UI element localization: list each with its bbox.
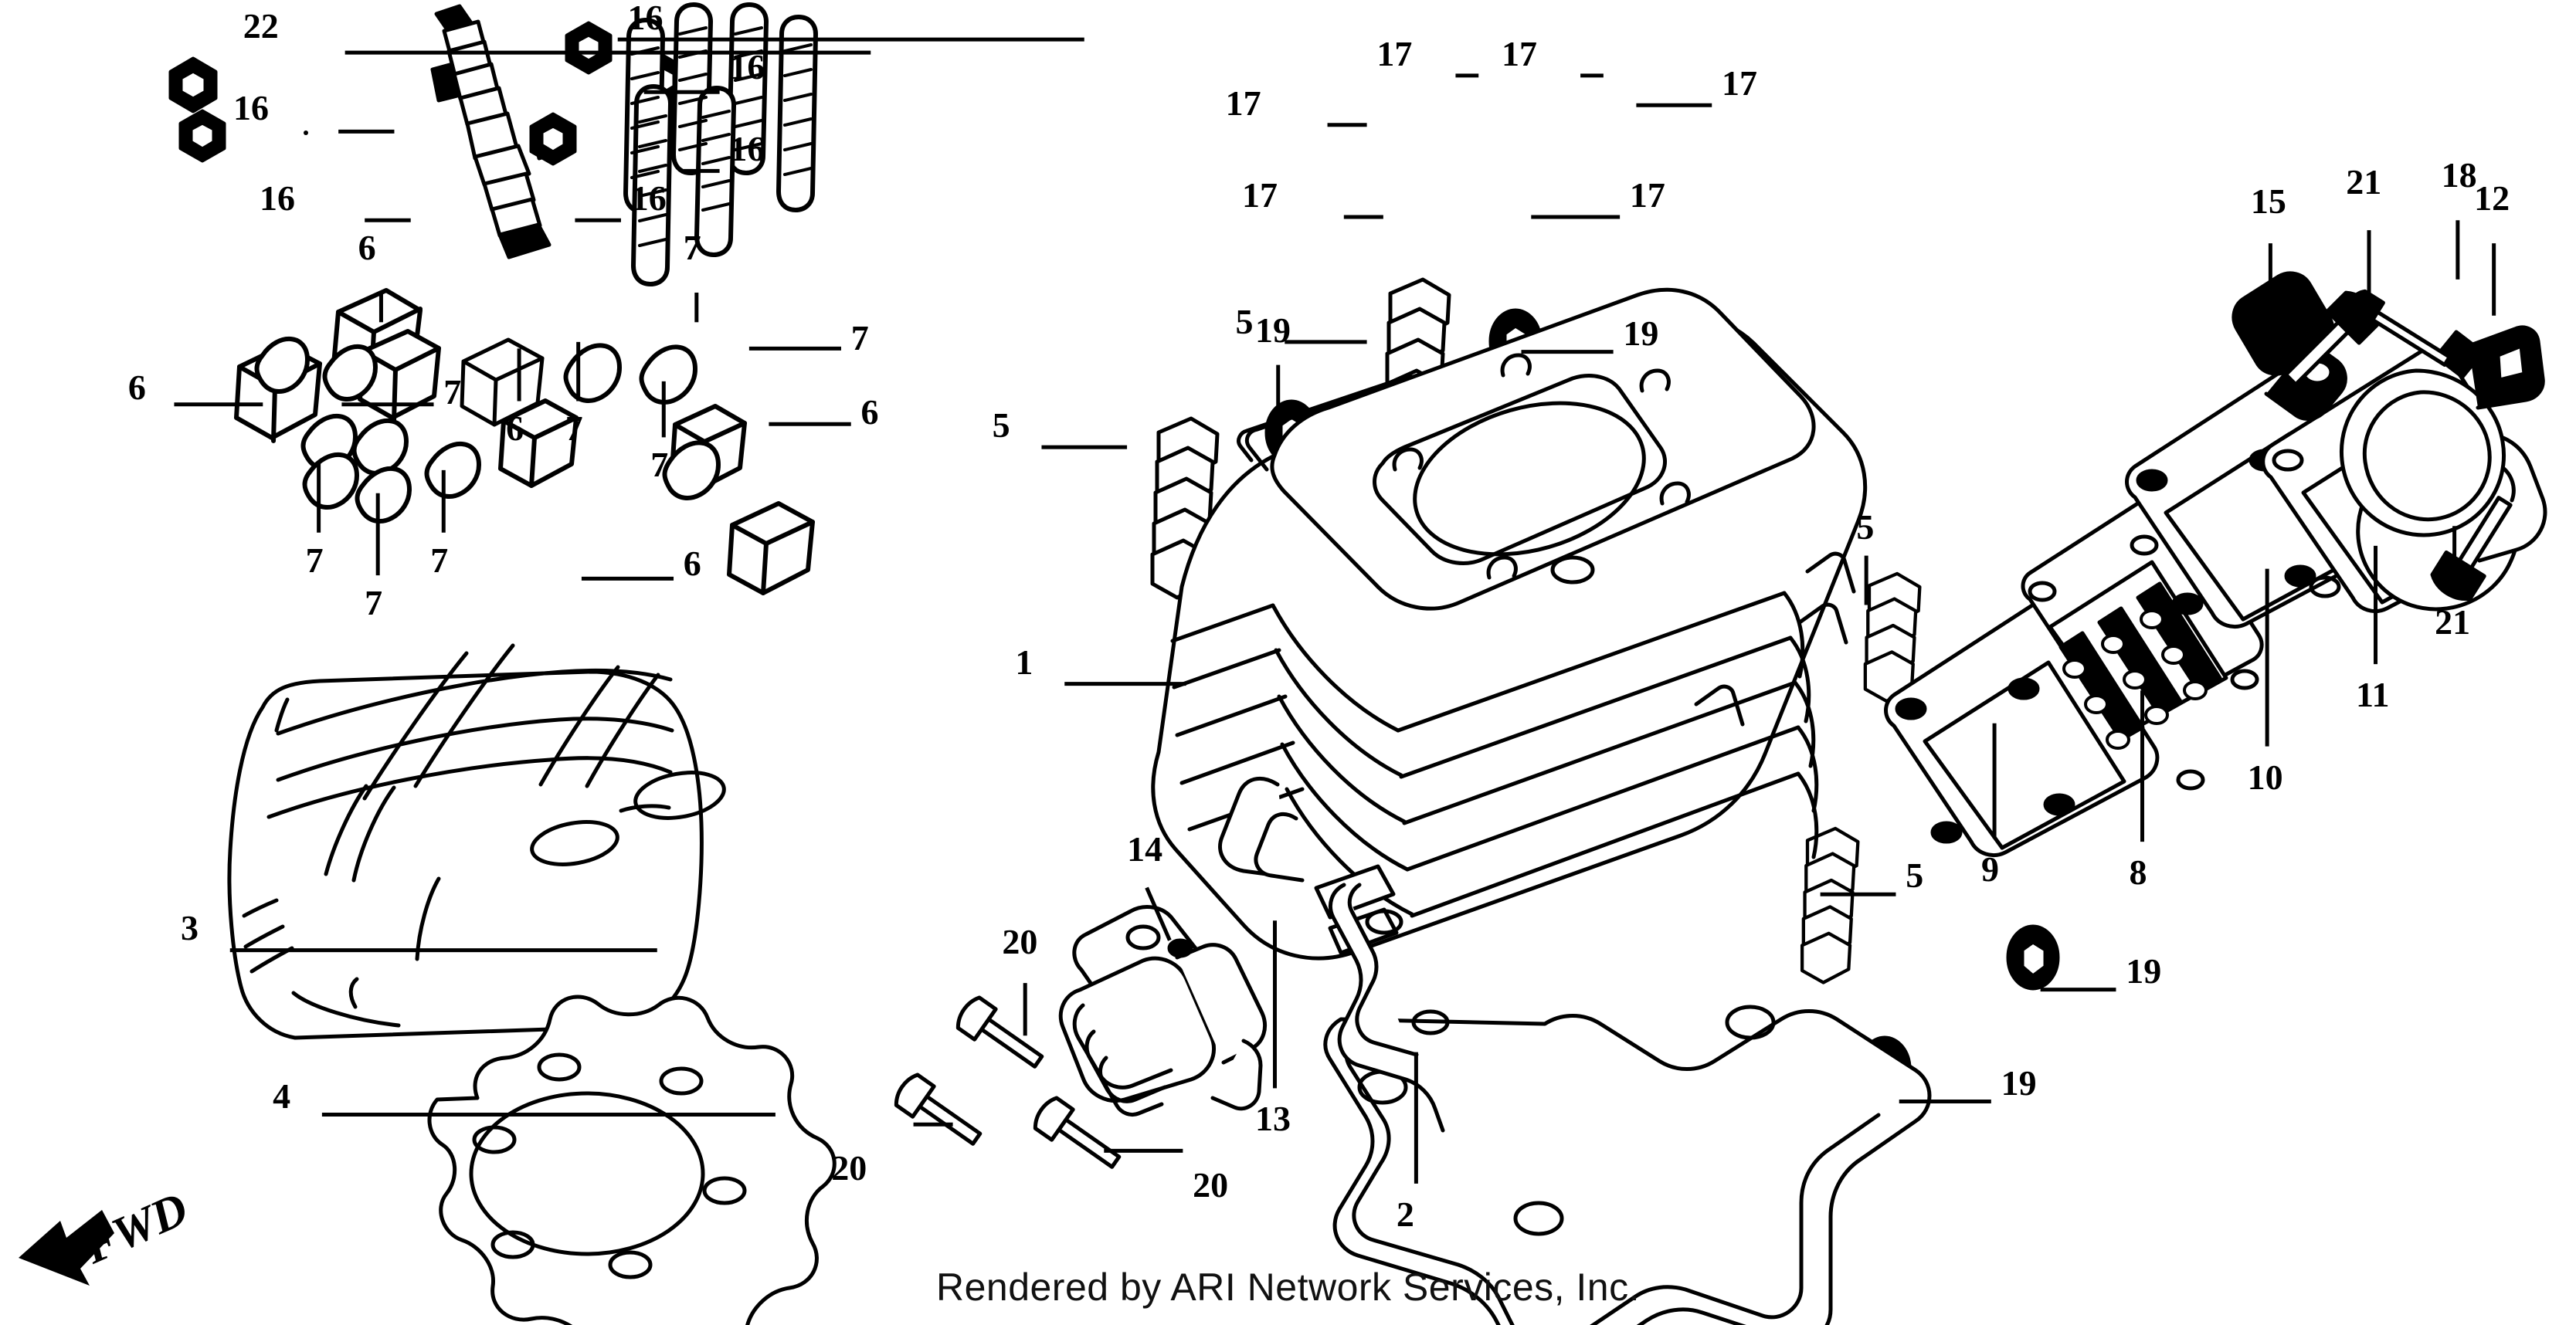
callout-cylinder-stud-17[interactable]: 17 xyxy=(1501,33,1537,73)
cylinder-base-gasket-art xyxy=(1323,1005,1932,1325)
callout-cylinder-base-gasket-2[interactable]: 2 xyxy=(1396,1194,1414,1234)
callout-head-insulator-6[interactable]: 6 xyxy=(860,391,879,432)
callout-head-insulator-6[interactable]: 6 xyxy=(506,408,524,449)
callout-cylinder-stud-17[interactable]: 17 xyxy=(1241,175,1278,215)
callout-cushion-rubber-7[interactable]: 7 xyxy=(305,540,324,580)
flange-bolts-20-art xyxy=(894,995,1122,1169)
fwd-arrow-icon xyxy=(19,1210,114,1286)
callout-flange-nut-19[interactable]: 19 xyxy=(2126,951,2162,991)
callout-cushion-rubber-7[interactable]: 7 xyxy=(683,228,701,268)
callout-intake-manifold-11[interactable]: 11 xyxy=(2355,675,2390,715)
leader-line-14 xyxy=(1145,886,1172,941)
callout-pan-screw-18[interactable]: 18 xyxy=(2441,155,2477,195)
callout-cylinder-1[interactable]: 1 xyxy=(1015,642,1033,682)
callout-hex-nut-16[interactable]: 16 xyxy=(729,129,765,169)
callout-reed-valve-gasket-outer-10[interactable]: 10 xyxy=(2247,757,2283,797)
render-credit-caption: Rendered by ARI Network Services, Inc. xyxy=(935,1266,1641,1309)
callout-hex-nut-16[interactable]: 16 xyxy=(627,0,664,37)
callout-flange-bolt-21[interactable]: 21 xyxy=(2435,602,2471,642)
cylinder-head-gasket-art xyxy=(427,995,837,1325)
callout-dowel-pin-5[interactable]: 5 xyxy=(1906,856,1924,896)
callout-reed-stopper-plate-15[interactable]: 15 xyxy=(2250,181,2286,222)
pan-screw-art xyxy=(2345,289,2452,367)
callout-flange-nut-19[interactable]: 19 xyxy=(1623,313,1659,353)
callout-cylinder-stud-17[interactable]: 17 xyxy=(1376,33,1413,73)
callout-cushion-rubber-7[interactable]: 7 xyxy=(850,318,869,358)
callout-flange-nut-19[interactable]: 19 xyxy=(2001,1062,2037,1103)
cylinder-head-cover-art xyxy=(227,337,726,1040)
callout-cushion-rubber-7[interactable]: 7 xyxy=(650,445,669,485)
callout-flange-bolt-21[interactable]: 21 xyxy=(2346,161,2382,202)
callout-hex-nut-16[interactable]: 16 xyxy=(260,178,296,219)
callout-hex-nut-16[interactable]: 16 xyxy=(630,178,667,219)
callout-cushion-rubber-7[interactable]: 7 xyxy=(430,540,449,580)
callout-cylinder-head-gasket-4[interactable]: 4 xyxy=(273,1076,291,1116)
callout-reed-valve-gasket-inner-9[interactable]: 9 xyxy=(1981,849,2000,889)
callout-head-insulator-6[interactable]: 6 xyxy=(683,543,701,583)
callout-exhaust-pipe-joint-14[interactable]: 14 xyxy=(1127,829,1163,869)
callout-dowel-pin-5[interactable]: 5 xyxy=(1856,507,1875,547)
cylinder-art xyxy=(1151,287,1868,961)
callout-flange-bolt-small-20[interactable]: 20 xyxy=(831,1148,867,1188)
callout-cushion-rubber-7[interactable]: 7 xyxy=(565,408,583,449)
stopper-plate-art xyxy=(2232,271,2347,421)
callout-dowel-pin-5[interactable]: 5 xyxy=(992,405,1010,445)
insulator-cluster-art xyxy=(234,130,815,934)
callout-head-insulator-6[interactable]: 6 xyxy=(358,228,376,268)
hose-clamp-art xyxy=(2339,325,2545,537)
callout-exhaust-joint-gasket-13[interactable]: 13 xyxy=(1254,1099,1291,1139)
spark-plug-art xyxy=(430,4,557,259)
callout-hose-clamp-12[interactable]: 12 xyxy=(2474,178,2510,219)
callout-cylinder-head-cover-3[interactable]: 3 xyxy=(180,908,199,948)
callout-cylinder-stud-17[interactable]: 17 xyxy=(1722,63,1757,103)
cylinder-studs-art xyxy=(623,2,818,286)
callout-spark-plug-22[interactable]: 22 xyxy=(243,5,279,46)
callout-flange-nut-19[interactable]: 19 xyxy=(1254,310,1291,350)
callout-reed-valve-assembly-8[interactable]: 8 xyxy=(2129,852,2147,893)
callout-hex-nut-16[interactable]: 16 xyxy=(729,46,765,86)
exhaust-joint-art xyxy=(1058,883,1450,1133)
callout-cushion-rubber-7[interactable]: 7 xyxy=(365,582,383,622)
callout-flange-bolt-small-20[interactable]: 20 xyxy=(1193,1164,1229,1205)
callout-hex-nut-16[interactable]: 16 xyxy=(233,88,270,128)
callout-cylinder-stud-17[interactable]: 17 xyxy=(1629,175,1665,215)
callout-cushion-rubber-7[interactable]: 7 xyxy=(443,372,462,412)
callout-cylinder-stud-17[interactable]: 17 xyxy=(1225,83,1261,123)
fwd-orientation-marker: FWD xyxy=(15,1178,239,1293)
callout-dowel-pin-5[interactable]: 5 xyxy=(1235,301,1254,341)
callout-flange-bolt-small-20[interactable]: 20 xyxy=(1002,921,1038,961)
callout-head-insulator-6[interactable]: 6 xyxy=(127,368,146,408)
